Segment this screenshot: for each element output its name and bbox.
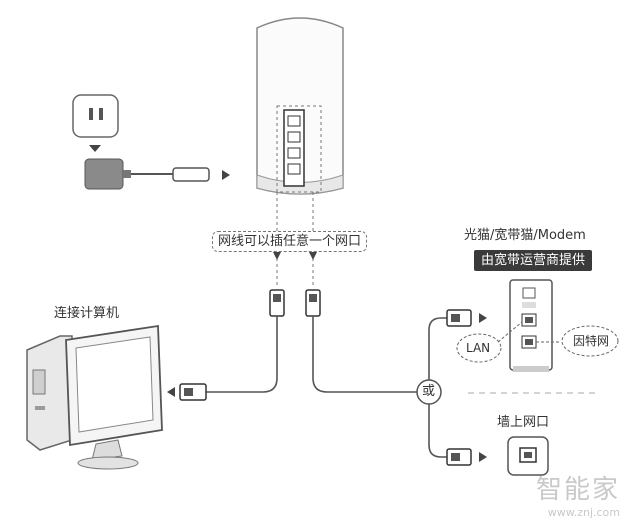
watermark: 智能家 www.znj.com (536, 469, 620, 519)
modem-icon (509, 279, 553, 372)
or-label: 或 (422, 384, 436, 399)
connect-computer-label: 连接计算机 (54, 306, 120, 321)
cable-to-modem (428, 317, 447, 380)
power-adapter-icon (84, 158, 210, 190)
router-icon (256, 17, 344, 195)
internet-label: 因特网 (573, 334, 610, 348)
watermark-url: www.znj.com (547, 506, 620, 519)
computer-icon (26, 324, 163, 470)
cable-to-computer (205, 316, 278, 393)
ethernet-plug-icon (446, 448, 472, 466)
modem-title: 光猫/宽带猫/Modem (464, 228, 586, 243)
wall-port-icon (507, 436, 549, 476)
ethernet-plug-icon (179, 383, 207, 401)
ethernet-plug-icon (305, 289, 321, 317)
power-arrow (222, 170, 230, 180)
isp-provided-badge: 由宽带运营商提供 (474, 250, 593, 271)
power-socket-icon (72, 94, 119, 138)
watermark-text: 智能家 (535, 475, 620, 505)
any-port-label: 网线可以插任意一个网口 (212, 231, 368, 252)
plug-in-arrow (89, 145, 101, 152)
ethernet-plug-icon (446, 309, 472, 327)
ethernet-plug-icon (269, 289, 285, 317)
router-port-highlight (276, 105, 322, 193)
wall-port-label: 墙上网口 (497, 415, 550, 430)
cable-to-or (312, 316, 417, 393)
cable-to-wall (428, 404, 447, 458)
lan-label: LAN (466, 341, 491, 355)
